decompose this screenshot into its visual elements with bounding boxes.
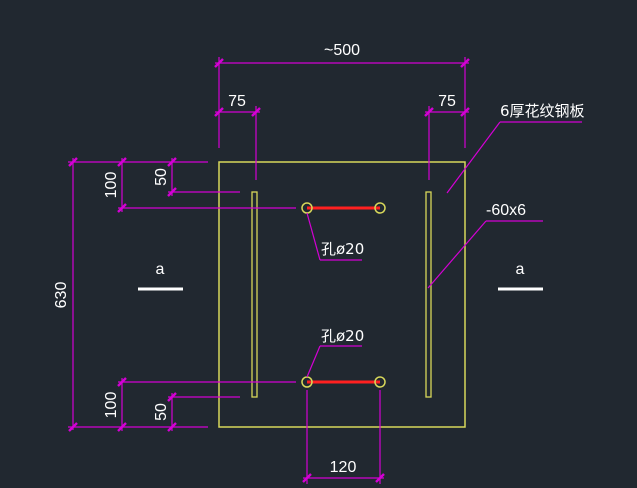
dim-top-inner: 50	[153, 168, 170, 186]
dimension-lines	[68, 57, 582, 484]
bottom-hole-right	[374, 376, 386, 388]
left-flat-bar	[251, 191, 258, 398]
dimension-ticks	[68, 58, 470, 483]
label-hole-bottom: 孔ø20	[321, 327, 364, 345]
label-section-right: a	[516, 261, 525, 278]
plate-outline	[218, 161, 466, 428]
label-plate: 6厚花纹钢板	[500, 102, 585, 120]
top-hole-right	[374, 202, 386, 214]
dim-hole-spacing: 120	[330, 459, 357, 476]
dim-bottom-outer: 100	[103, 392, 120, 419]
label-flat-bar: -60x6	[486, 202, 526, 219]
dim-right-offset: 75	[438, 93, 456, 110]
dim-top-outer: 100	[103, 172, 120, 199]
dim-overall-width: ~500	[324, 42, 360, 59]
dim-left-offset: 75	[228, 93, 246, 110]
label-hole-top: 孔ø20	[321, 240, 364, 258]
right-flat-bar	[425, 191, 432, 398]
dim-bottom-inner: 50	[153, 403, 170, 421]
label-section-left: a	[156, 261, 165, 278]
dim-overall-height: 630	[53, 282, 70, 309]
